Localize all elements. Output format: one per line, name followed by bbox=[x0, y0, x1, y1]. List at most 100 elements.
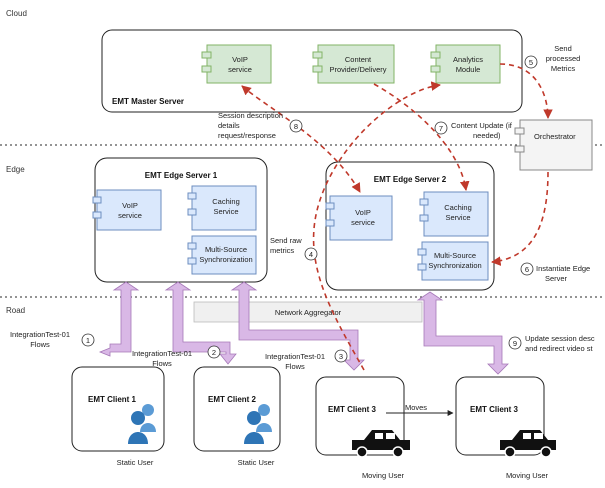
svg-text:IntegrationTest-01: IntegrationTest-01 bbox=[10, 330, 70, 339]
orchestrator: Orchestrator bbox=[514, 119, 593, 171]
svg-text:VoIP: VoIP bbox=[355, 208, 371, 217]
step-4: 4 Send raw metrics bbox=[270, 236, 318, 261]
svg-text:7: 7 bbox=[439, 124, 443, 133]
emt-client-2-title: EMT Client 2 bbox=[208, 395, 257, 404]
svg-text:Caching: Caching bbox=[212, 197, 240, 206]
step-3: 3 IntegrationTest-01 Flows bbox=[265, 349, 348, 371]
edge1-voip-service: VoIP service bbox=[92, 189, 162, 231]
dashed-arrow-step6 bbox=[491, 171, 549, 266]
static-user-2-label: Static User bbox=[238, 458, 275, 467]
svg-text:and redirect video st: and redirect video st bbox=[525, 344, 593, 353]
edge2-multisource-sync: Multi-Source Synchronization bbox=[417, 241, 489, 281]
svg-text:Provider/Delivery: Provider/Delivery bbox=[329, 65, 386, 74]
zone-label-edge: Edge bbox=[6, 165, 25, 174]
svg-text:Content: Content bbox=[345, 55, 372, 64]
network-aggregator-label: Network Aggregator bbox=[275, 308, 342, 317]
svg-text:Session description: Session description bbox=[218, 111, 283, 120]
svg-text:request/response: request/response bbox=[218, 131, 276, 140]
svg-text:Analytics: Analytics bbox=[453, 55, 483, 64]
edge2-caching-service: Caching Service bbox=[419, 191, 489, 237]
svg-text:Send raw: Send raw bbox=[270, 236, 302, 245]
zone-label-road: Road bbox=[6, 306, 25, 315]
svg-text:service: service bbox=[351, 218, 375, 227]
emt-client-1-title: EMT Client 1 bbox=[88, 395, 137, 404]
svg-text:processed: processed bbox=[546, 54, 581, 63]
svg-text:metrics: metrics bbox=[270, 246, 294, 255]
moves-arrow: Moves bbox=[386, 403, 454, 416]
svg-text:Flows: Flows bbox=[152, 359, 172, 368]
master-server-title: EMT Master Server bbox=[112, 97, 184, 106]
emt-client-3-moved-title: EMT Client 3 bbox=[470, 405, 519, 414]
step-5: 5 Send processed Metrics bbox=[524, 44, 581, 73]
step-9: 9 Update session desc and redirect video… bbox=[508, 334, 595, 353]
flow-arrow-edge1-client2 bbox=[164, 281, 237, 365]
orchestrator-label: Orchestrator bbox=[534, 132, 576, 141]
master-content-provider: Content Provider/Delivery bbox=[312, 44, 395, 84]
svg-text:IntegrationTest-01: IntegrationTest-01 bbox=[265, 352, 325, 361]
dashed-arrow-step7 bbox=[373, 83, 470, 191]
svg-text:6: 6 bbox=[525, 265, 529, 274]
users-icon bbox=[244, 404, 272, 444]
edge-server-2-title: EMT Edge Server 2 bbox=[374, 175, 447, 184]
svg-text:Metrics: Metrics bbox=[551, 64, 575, 73]
users-icon bbox=[128, 404, 156, 444]
flow-arrow-edge2-client3-moved bbox=[416, 291, 509, 375]
edge1-caching-service: Caching Service bbox=[187, 185, 257, 231]
svg-text:Module: Module bbox=[456, 65, 481, 74]
svg-text:Server: Server bbox=[545, 274, 568, 283]
svg-text:Content Update (if: Content Update (if bbox=[451, 121, 513, 130]
zone-label-cloud: Cloud bbox=[6, 9, 27, 18]
moves-label: Moves bbox=[405, 403, 427, 412]
svg-text:8: 8 bbox=[294, 122, 298, 131]
car-icon bbox=[352, 430, 410, 458]
master-analytics-module: Analytics Module bbox=[430, 44, 501, 84]
svg-text:details: details bbox=[218, 121, 240, 130]
edge-server-1: EMT Edge Server 1 VoIP service Caching S… bbox=[92, 157, 268, 283]
svg-text:service: service bbox=[118, 211, 142, 220]
svg-text:3: 3 bbox=[339, 352, 343, 361]
svg-text:Multi-Source: Multi-Source bbox=[434, 251, 476, 260]
svg-text:Update session desc: Update session desc bbox=[525, 334, 595, 343]
svg-text:1: 1 bbox=[86, 336, 90, 345]
dashed-arrow-step4 bbox=[312, 81, 441, 371]
step-2: 2 IntegrationTest-01 Flows bbox=[132, 345, 221, 368]
svg-text:needed): needed) bbox=[473, 131, 501, 140]
svg-text:service: service bbox=[228, 65, 252, 74]
svg-text:2: 2 bbox=[212, 348, 216, 357]
moving-user-1-label: Moving User bbox=[362, 471, 405, 480]
step-7: 7 Content Update (if needed) bbox=[434, 121, 513, 140]
svg-text:Multi-Source: Multi-Source bbox=[205, 245, 247, 254]
moving-user-2-label: Moving User bbox=[506, 471, 549, 480]
svg-text:9: 9 bbox=[513, 339, 517, 348]
svg-text:Flows: Flows bbox=[30, 340, 50, 349]
svg-text:VoIP: VoIP bbox=[122, 201, 138, 210]
edge-server-1-title: EMT Edge Server 1 bbox=[145, 171, 218, 180]
step-8: 8 Session description details request/re… bbox=[218, 111, 303, 140]
svg-text:Flows: Flows bbox=[285, 362, 305, 371]
svg-text:Instantiate Edge: Instantiate Edge bbox=[536, 264, 590, 273]
emt-client-3-title: EMT Client 3 bbox=[328, 405, 377, 414]
master-server: EMT Master Server VoIP service Content P… bbox=[101, 29, 523, 113]
step-1: 1 IntegrationTest-01 Flows bbox=[10, 330, 95, 349]
edge-server-2: EMT Edge Server 2 VoIP service Caching S… bbox=[325, 161, 495, 291]
static-user-1-label: Static User bbox=[117, 458, 154, 467]
step-6: 6 Instantiate Edge Server bbox=[520, 262, 590, 283]
svg-text:4: 4 bbox=[309, 250, 313, 259]
network-aggregator: Network Aggregator bbox=[193, 301, 423, 323]
svg-text:Synchronization: Synchronization bbox=[199, 255, 252, 264]
svg-text:IntegrationTest-01: IntegrationTest-01 bbox=[132, 349, 192, 358]
edge1-multisource-sync: Multi-Source Synchronization bbox=[187, 235, 257, 275]
svg-text:5: 5 bbox=[529, 58, 533, 67]
svg-text:Service: Service bbox=[445, 213, 470, 222]
svg-text:Caching: Caching bbox=[444, 203, 472, 212]
master-voip-service: VoIP service bbox=[201, 44, 272, 84]
flow-arrow-edge1-client1 bbox=[98, 281, 140, 357]
edge2-voip-service: VoIP service bbox=[325, 195, 393, 241]
svg-text:Service: Service bbox=[213, 207, 238, 216]
svg-text:Synchronization: Synchronization bbox=[428, 261, 481, 270]
dashed-arrow-step5 bbox=[499, 63, 553, 119]
svg-text:Send: Send bbox=[554, 44, 572, 53]
car-icon bbox=[500, 430, 556, 458]
svg-text:VoIP: VoIP bbox=[232, 55, 248, 64]
